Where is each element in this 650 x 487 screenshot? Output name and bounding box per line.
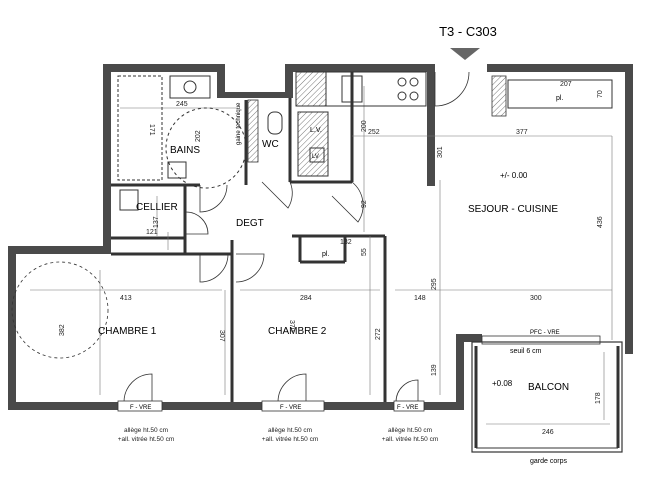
room-chambre2: CHAMBRE 2 — [268, 326, 327, 337]
dim-202: 202 — [195, 130, 202, 142]
closet-top-right — [507, 79, 613, 109]
door-bains — [199, 184, 228, 213]
dim-207: 207 — [560, 81, 572, 88]
dim-284: 284 — [300, 295, 312, 302]
dim-139: 139 — [431, 364, 438, 376]
gaine-technique-block — [247, 99, 259, 163]
closet-top-right-mark — [491, 75, 507, 117]
dim-301: 301 — [437, 146, 444, 158]
dim-272: 272 — [375, 328, 382, 340]
closet-pl-label: pl. — [556, 95, 563, 102]
dim-200: 200 — [361, 120, 368, 132]
dim-121: 121 — [146, 229, 158, 236]
washbasin — [169, 75, 211, 99]
level-balcony: +0.08 — [492, 379, 513, 388]
seuil-label: seuil 6 cm — [510, 348, 542, 355]
w2-note-1: allège ht.50 cm — [268, 427, 312, 434]
dim-413: 413 — [120, 295, 132, 302]
window-sejour-arc — [395, 379, 419, 403]
door-ch2 — [235, 253, 265, 283]
dim-295: 295 — [431, 278, 438, 290]
dim-370: 370 — [288, 320, 295, 332]
dim-252: 252 — [368, 129, 380, 136]
shower-tray — [117, 75, 163, 181]
kitchen-counter — [295, 71, 427, 177]
dim-382: 382 — [59, 324, 66, 336]
door-wc — [261, 181, 293, 209]
room-labels: BAINS WC CELLIER DEGT SEJOUR - CUISINE C… — [98, 139, 569, 393]
level-main: +/- 0.00 — [500, 171, 528, 180]
interior-walls — [111, 72, 387, 402]
room-wc: WC — [262, 139, 279, 150]
ch1-turning-circle — [11, 261, 109, 359]
room-bains: BAINS — [170, 145, 200, 156]
door-sejour — [331, 181, 364, 223]
w1-note-2: +all. vitrée ht.50 cm — [118, 436, 175, 443]
window-notes: allège ht.50 cm +all. vitrée ht.50 cm al… — [118, 427, 439, 443]
lv-box-label: LV — [312, 154, 319, 160]
w2-note-2: +all. vitrée ht.50 cm — [262, 436, 319, 443]
room-chambre1: CHAMBRE 1 — [98, 326, 157, 337]
window-sejour-tag: F - VRE — [397, 405, 418, 411]
w1-note-1: allège ht.50 cm — [124, 427, 168, 434]
dim-171: 171 — [148, 124, 155, 136]
garde-corps-label: garde corps — [530, 458, 567, 465]
bathroom-fixtures — [117, 75, 283, 211]
room-balcon: BALCON — [528, 382, 569, 393]
doors — [11, 71, 470, 403]
balcony — [471, 341, 623, 453]
window-ch1-arc — [123, 373, 153, 403]
bath-turning-circle — [165, 107, 247, 189]
dim-132: 132 — [340, 239, 352, 246]
dim-137: 137 — [153, 216, 160, 228]
dim-148: 148 — [414, 295, 426, 302]
dim-55: 55 — [361, 248, 368, 256]
door-entrance — [434, 71, 470, 107]
dim-245: 245 — [176, 101, 188, 108]
room-sejour: SEJOUR - CUISINE — [468, 204, 558, 215]
dim-377: 377 — [516, 129, 528, 136]
window-ch2-tag: F - VRE — [280, 405, 301, 411]
entrance-arrow-icon — [450, 48, 480, 60]
dim-300: 300 — [530, 295, 542, 302]
washbasin-bowl — [183, 80, 197, 94]
window-ch1-tag: F - VRE — [130, 405, 151, 411]
w3-note-1: allège ht.50 cm — [388, 427, 432, 434]
door-ch1 — [199, 253, 229, 283]
dim-436: 436 — [597, 216, 604, 228]
dim-178: 178 — [595, 392, 602, 404]
dim-70: 70 — [597, 90, 604, 98]
w3-note-2: +all. vitrée ht.50 cm — [382, 436, 439, 443]
dim-92: 92 — [361, 200, 368, 208]
windows — [117, 335, 601, 412]
closet-ch2-pl-label: pl. — [322, 251, 329, 258]
room-degt: DEGT — [236, 218, 264, 229]
gaine-label: gaine technique — [236, 102, 242, 145]
dim-246: 246 — [542, 429, 554, 436]
cellier-heater — [119, 189, 139, 211]
pfc-tag: PFC - VRE — [530, 330, 560, 336]
window-ch2-arc — [277, 373, 307, 403]
lv-label: L.V. — [310, 127, 322, 134]
exterior-walls — [8, 64, 633, 410]
room-cellier: CELLIER — [136, 202, 178, 213]
dim-307: 307 — [218, 330, 225, 342]
dimension-values: 245 202 171 137 121 92 200 252 301 377 2… — [59, 81, 604, 436]
door-cellier — [185, 211, 209, 235]
bath-cabinet — [167, 161, 187, 179]
wc-toilet — [267, 111, 283, 135]
plan-title: T3 - C303 — [439, 24, 497, 39]
